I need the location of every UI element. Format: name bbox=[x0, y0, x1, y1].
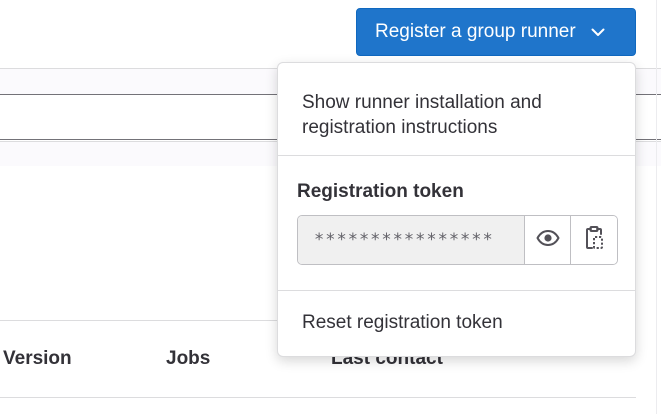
table-divider bbox=[0, 397, 636, 398]
copy-token-button[interactable] bbox=[571, 216, 617, 264]
register-group-runner-button[interactable]: Register a group runner bbox=[356, 8, 636, 56]
column-header-jobs: Jobs bbox=[166, 348, 211, 369]
register-group-runner-label: Register a group runner bbox=[375, 21, 576, 42]
register-runner-dropdown: Show runner installation and registratio… bbox=[277, 62, 636, 357]
chevron-down-icon bbox=[590, 24, 606, 40]
reveal-token-button[interactable] bbox=[525, 216, 571, 264]
copy-to-clipboard-icon bbox=[585, 225, 603, 255]
dropdown-divider bbox=[278, 155, 635, 156]
registration-token-field[interactable] bbox=[298, 216, 525, 264]
show-instructions-menu-item[interactable]: Show runner installation and registratio… bbox=[302, 92, 542, 138]
scrollbar-edge bbox=[656, 0, 657, 414]
dropdown-divider bbox=[278, 290, 635, 291]
registration-token-group bbox=[297, 215, 618, 265]
column-header-version: Version bbox=[3, 348, 72, 369]
reset-registration-token-menu-item[interactable]: Reset registration token bbox=[302, 312, 503, 333]
registration-token-heading: Registration token bbox=[297, 181, 464, 202]
eye-icon bbox=[536, 229, 560, 251]
